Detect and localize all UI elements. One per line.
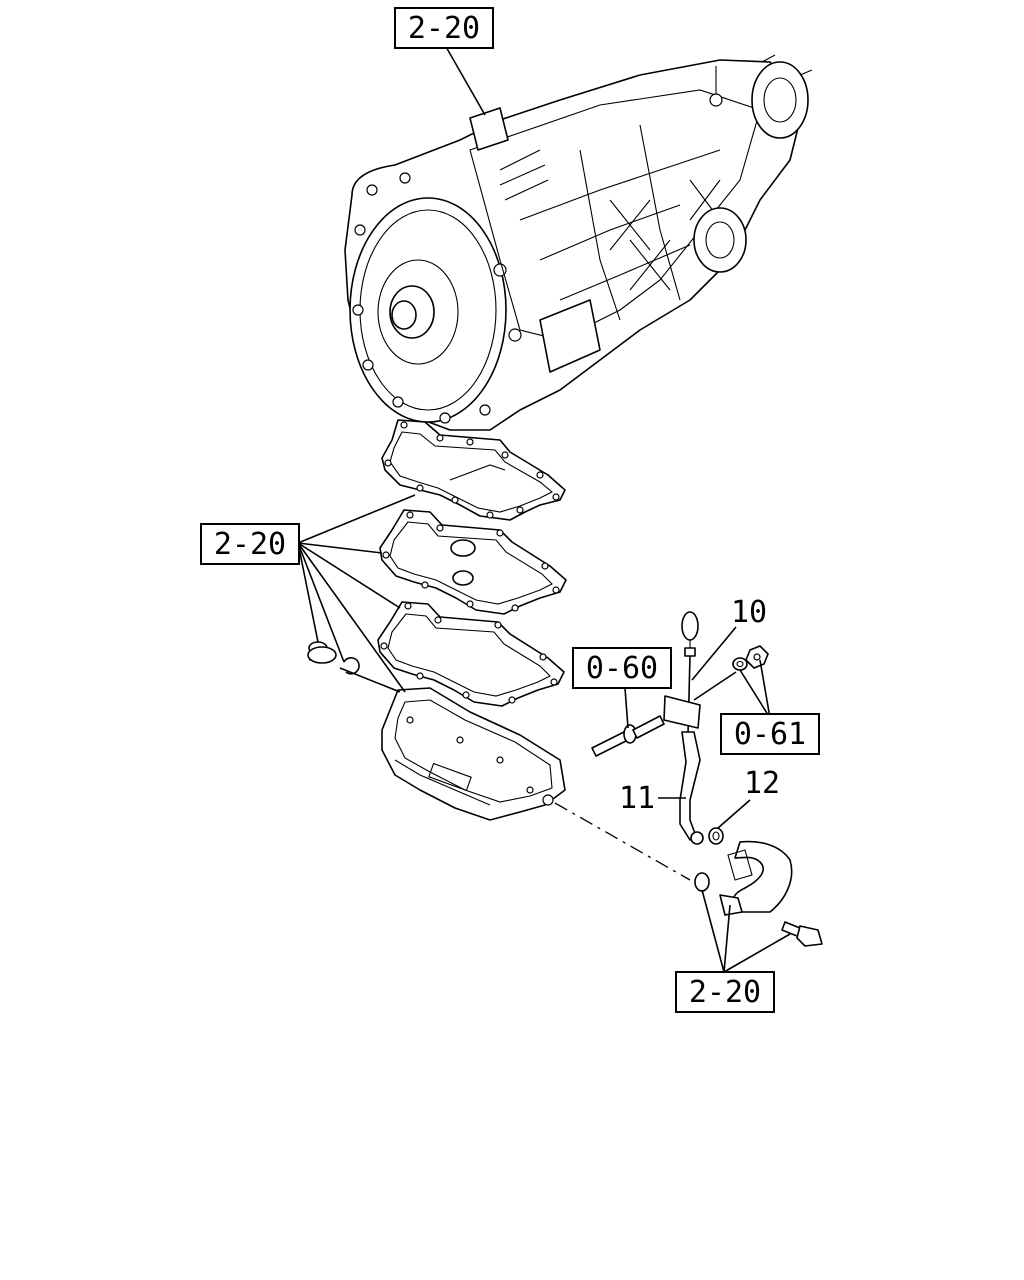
ref-callout-061[interactable]: 0-61 [720, 713, 820, 755]
part-number-12[interactable]: 12 [744, 766, 780, 801]
cover-plate-middle [379, 509, 567, 615]
ref-label-top: 2-20 [408, 11, 480, 46]
ref-label-bottom: 2-20 [689, 975, 761, 1010]
oil-pan [381, 687, 566, 821]
bracket-bolt [781, 921, 823, 947]
guide-tube [719, 840, 793, 916]
o-ring [708, 827, 724, 845]
drain-plug-washer [694, 872, 710, 892]
ref-callout-060[interactable]: 0-60 [572, 647, 672, 689]
part-number-10[interactable]: 10 [731, 595, 767, 630]
gasket-lower [377, 601, 565, 707]
transmission-assembly [344, 54, 813, 431]
gasket-upper [381, 419, 566, 521]
nut-and-washer [732, 645, 769, 671]
ref-callout-left[interactable]: 2-20 [200, 523, 300, 565]
ref-label-061: 0-61 [734, 717, 806, 752]
leader-lines [297, 44, 791, 973]
part-number-11[interactable]: 11 [619, 781, 655, 816]
ref-callout-top[interactable]: 2-20 [394, 7, 494, 49]
ref-label-060: 0-60 [586, 651, 658, 686]
ref-callout-bottom[interactable]: 2-20 [675, 971, 775, 1013]
dipstick-assembly [663, 611, 704, 845]
stud-bolt [591, 715, 665, 757]
pan-bolt-and-washer [307, 641, 360, 675]
ref-label-left: 2-20 [214, 527, 286, 562]
